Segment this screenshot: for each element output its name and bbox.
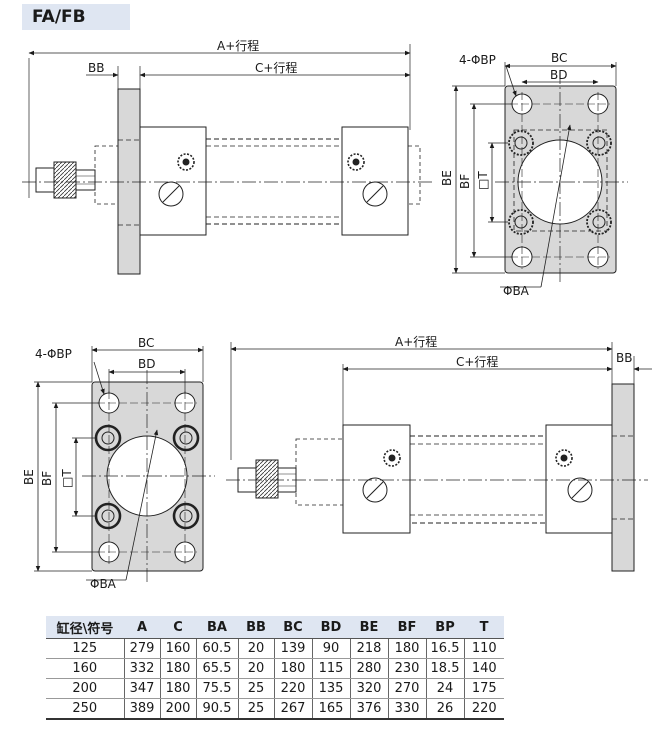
table-cell: 20 xyxy=(237,638,274,659)
table-cell: 332 xyxy=(123,658,160,679)
table-cell: 347 xyxy=(123,678,160,699)
table-cell: 125 xyxy=(46,638,124,659)
table-cell: 16.5 xyxy=(425,638,464,659)
header-bore: 缸径\符号 xyxy=(46,616,124,639)
dim-be-bottom: BE xyxy=(22,469,36,485)
dim-bd-top: BD xyxy=(550,68,567,82)
dim-bp-bottom: 4-ΦBP xyxy=(35,347,72,361)
dim-c-stroke-top: C+行程 xyxy=(255,60,297,75)
table-cell: 139 xyxy=(273,638,312,659)
dim-c-stroke-bottom: C+行程 xyxy=(456,354,498,369)
table-cell: 115 xyxy=(311,658,350,679)
table-cell: 220 xyxy=(463,698,504,720)
dim-bf-top: BF xyxy=(458,174,472,189)
table-cell: 270 xyxy=(387,678,426,699)
side-view-fb xyxy=(226,342,652,572)
table-cell: 110 xyxy=(463,638,504,659)
dim-a-stroke-top: A+行程 xyxy=(217,38,259,53)
table-cell: 175 xyxy=(463,678,504,699)
front-view-fb xyxy=(34,346,215,585)
table-cell: 220 xyxy=(273,678,312,699)
table-cell: 230 xyxy=(387,658,426,679)
table-cell: 20 xyxy=(237,658,274,679)
table-cell: 218 xyxy=(349,638,388,659)
table-cell: 180 xyxy=(273,658,312,679)
header-ba: BA xyxy=(196,616,238,639)
header-bp: BP xyxy=(426,616,464,639)
header-bf: BF xyxy=(388,616,426,639)
table-cell: 165 xyxy=(311,698,350,720)
dim-bb-bottom: BB xyxy=(616,351,632,365)
table-cell: 376 xyxy=(349,698,388,720)
table-cell: 60.5 xyxy=(195,638,238,659)
dim-t-bottom: □T xyxy=(60,469,74,488)
header-bd: BD xyxy=(312,616,350,639)
header-bb: BB xyxy=(238,616,274,639)
table-cell: 135 xyxy=(311,678,350,699)
table-cell: 90.5 xyxy=(195,698,238,720)
dim-bf-bottom: BF xyxy=(40,471,54,486)
table-cell: 65.5 xyxy=(195,658,238,679)
dim-ba-top: ΦBA xyxy=(503,284,530,298)
table-cell: 180 xyxy=(387,638,426,659)
page-title: FA/FB xyxy=(22,4,130,30)
table-cell: 24 xyxy=(425,678,464,699)
side-view-fa xyxy=(22,44,432,275)
table-cell: 160 xyxy=(159,638,196,659)
header-bc: BC xyxy=(274,616,312,639)
table-cell: 18.5 xyxy=(425,658,464,679)
header-a: A xyxy=(124,616,160,639)
front-view-fa xyxy=(452,62,628,288)
table-cell: 200 xyxy=(159,698,196,720)
dim-bd-bottom: BD xyxy=(138,357,155,371)
dim-bb-top: BB xyxy=(88,61,104,75)
dimension-table: 缸径\符号 A C BA BB BC BD BE BF BP T 125 279… xyxy=(46,616,504,720)
table-row: 250 389 200 90.5 25 267 165 376 330 26 2… xyxy=(46,698,504,720)
table-row: 125 279 160 60.5 20 139 90 218 180 16.5 … xyxy=(46,638,504,659)
table-cell: 200 xyxy=(46,678,124,699)
table-cell: 140 xyxy=(463,658,504,679)
table-cell: 160 xyxy=(46,658,124,679)
dim-bc-bottom: BC xyxy=(138,336,154,350)
table-cell: 90 xyxy=(311,638,350,659)
header-c: C xyxy=(160,616,196,639)
header-be: BE xyxy=(350,616,388,639)
table-header-row: 缸径\符号 A C BA BB BC BD BE BF BP T xyxy=(46,616,504,639)
technical-drawing: A+行程 C+行程 BB xyxy=(22,38,652,591)
table-cell: 280 xyxy=(349,658,388,679)
table-cell: 180 xyxy=(159,658,196,679)
dim-t-top: □T xyxy=(476,171,490,190)
table-cell: 389 xyxy=(123,698,160,720)
dim-be-top: BE xyxy=(440,170,454,186)
table-cell: 320 xyxy=(349,678,388,699)
table-cell: 25 xyxy=(237,698,274,720)
table-cell: 26 xyxy=(425,698,464,720)
table-cell: 75.5 xyxy=(195,678,238,699)
dim-a-stroke-bottom: A+行程 xyxy=(395,334,437,349)
table-cell: 279 xyxy=(123,638,160,659)
dim-bc-top: BC xyxy=(551,51,567,65)
table-cell: 25 xyxy=(237,678,274,699)
table-cell: 330 xyxy=(387,698,426,720)
table-cell: 180 xyxy=(159,678,196,699)
table-row: 200 347 180 75.5 25 220 135 320 270 24 1… xyxy=(46,678,504,699)
table-cell: 267 xyxy=(273,698,312,720)
header-t: T xyxy=(464,616,504,639)
dim-bp-top: 4-ΦBP xyxy=(459,53,496,67)
dim-ba-bottom: ΦBA xyxy=(90,577,117,591)
table-cell: 250 xyxy=(46,698,124,720)
table-row: 160 332 180 65.5 20 180 115 280 230 18.5… xyxy=(46,658,504,679)
